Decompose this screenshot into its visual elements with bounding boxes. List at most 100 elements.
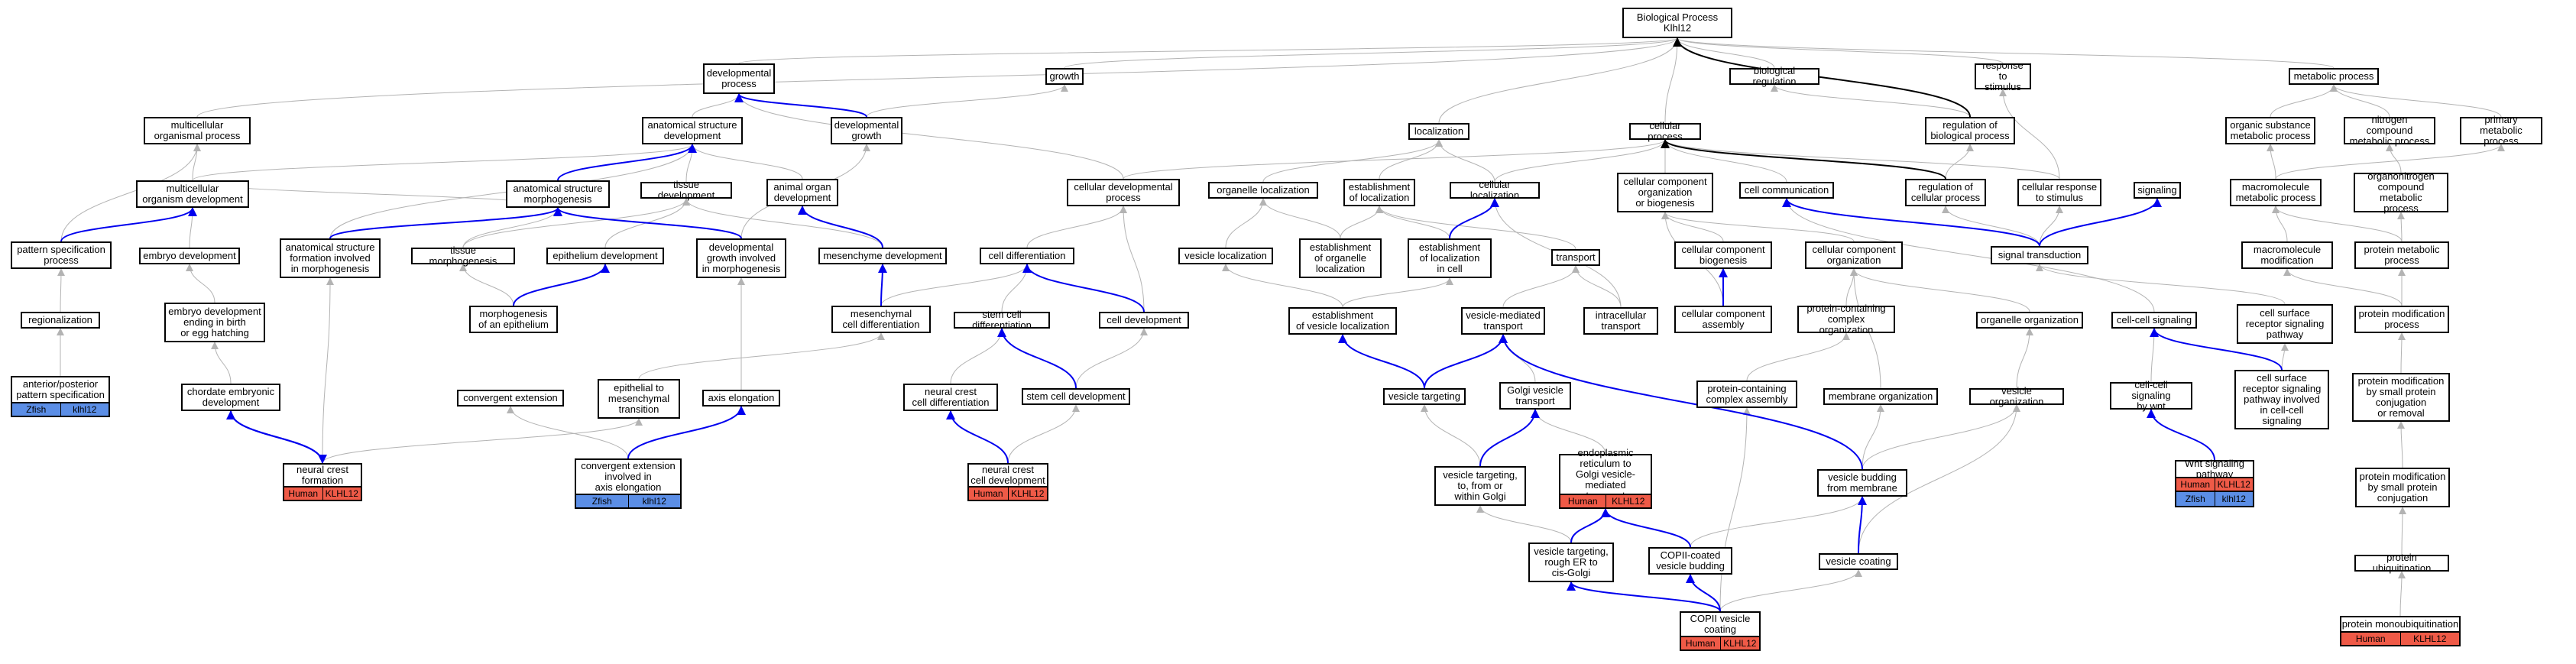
go-term-asd[interactable]: anatomical structure development xyxy=(642,117,743,144)
go-term-macro-mod[interactable]: macromolecule modification xyxy=(2241,241,2333,269)
part-of-edge xyxy=(1449,198,1499,239)
go-term-ncf[interactable]: neural crest formation xyxy=(283,463,362,486)
go-term-ncc-diff[interactable]: neural crest cell differentiation xyxy=(903,384,998,411)
go-term-ncc-dev[interactable]: neural crest cell development xyxy=(967,463,1048,486)
go-term-chordate[interactable]: chordate embryonic development xyxy=(181,384,280,411)
go-term-organonitro[interactable]: organonitrogen compound metabolic proces… xyxy=(2354,171,2448,214)
go-term-reg-cell[interactable]: regulation of cellular process xyxy=(1905,179,1986,206)
go-term-cell-diff[interactable]: cell differentiation xyxy=(980,248,1074,264)
go-term-org-sub[interactable]: organic substance metabolic process xyxy=(2225,117,2315,144)
part-of-edge xyxy=(734,93,867,118)
go-term-ves-loc[interactable]: vesicle localization xyxy=(1178,248,1273,264)
go-term-cell-comm[interactable]: cell communication xyxy=(1739,182,1834,199)
go-term-multi-org[interactable]: multicellular organismal process xyxy=(144,117,251,144)
go-term-prot-met[interactable]: protein metabolic process xyxy=(2354,241,2449,269)
go-term-organelle-loc[interactable]: organelle localization xyxy=(1208,182,1318,199)
go-term-macro[interactable]: macromolecule metabolic process xyxy=(2230,179,2322,206)
go-term-tissue-morph[interactable]: tissue morphogenesis xyxy=(411,245,515,267)
go-term-est-org-loc[interactable]: establishment of organelle localization xyxy=(1299,238,1382,278)
go-term-cell-resp[interactable]: cellular response to stimulus xyxy=(2017,179,2101,206)
go-term-bio-reg[interactable]: biological regulation xyxy=(1729,66,1819,87)
go-term-ves-bud-mem[interactable]: vesicle budding from membrane xyxy=(1817,469,1907,497)
go-term-mes-diff[interactable]: mesenchymal cell differentiation xyxy=(831,306,931,333)
go-term-cell-proc[interactable]: cellular process xyxy=(1629,121,1701,142)
go-term-ves-org[interactable]: vesicle organization xyxy=(1969,386,2064,407)
go-term-cell-dev-proc[interactable]: cellular developmental process xyxy=(1067,179,1180,206)
go-term-stem-diff[interactable]: stem cell differentiation xyxy=(954,309,1050,331)
go-term-golgi-ves[interactable]: Golgi vesicle transport xyxy=(1499,382,1571,410)
go-term-wnt[interactable]: Wnt signaling pathway xyxy=(2175,458,2254,480)
go-term-cell-loc[interactable]: cellular localization xyxy=(1450,180,1540,201)
is-a-edge xyxy=(682,198,883,248)
go-term-prot-cplx-assem[interactable]: protein-containing complex assembly xyxy=(1696,381,1797,408)
go-term-reg-bio[interactable]: regulation of biological process xyxy=(1925,117,2015,144)
go-term-prim-met[interactable]: primary metabolic process xyxy=(2460,115,2542,147)
go-term-csrsp[interactable]: cell surface receptor signaling pathway xyxy=(2237,304,2333,344)
go-term-nitro[interactable]: nitrogen compound metabolic process xyxy=(2344,115,2435,147)
go-term-er-golgi[interactable]: endoplasmic reticulum to Golgi vesicle-m… xyxy=(1559,448,1652,501)
go-term-pattern[interactable]: pattern specification process xyxy=(11,241,112,269)
go-term-axis-el[interactable]: axis elongation xyxy=(702,390,780,406)
go-term-resp-stim[interactable]: response to stimulus xyxy=(1975,60,2031,92)
go-term-cell-dev[interactable]: cell development xyxy=(1099,312,1189,329)
go-term-multi-dev[interactable]: multicellular organism development xyxy=(136,180,249,208)
is-a-edge xyxy=(1945,144,1974,180)
go-term-embryo-dev[interactable]: embryo development xyxy=(139,248,240,264)
go-term-est-loc-cell[interactable]: establishment of localization in cell xyxy=(1408,238,1492,278)
go-term-ves-rough[interactable]: vesicle targeting, rough ER to cis-Golgi xyxy=(1528,543,1614,582)
go-term-csrsp-cc[interactable]: cell surface receptor signaling pathway … xyxy=(2234,370,2329,429)
go-term-sig-trans[interactable]: signal transduction xyxy=(1991,246,2088,264)
go-term-stem-dev[interactable]: stem cell development xyxy=(1022,388,1130,405)
go-term-org-org[interactable]: organelle organization xyxy=(1976,312,2083,329)
go-term-conv-ext-axis[interactable]: convergent extension involved in axis el… xyxy=(575,458,682,494)
go-term-asfim[interactable]: anatomical structure formation involved … xyxy=(280,238,381,278)
go-term-ves-target[interactable]: vesicle targeting xyxy=(1383,388,1466,405)
go-term-transport[interactable]: transport xyxy=(1551,249,1600,266)
species-tag: Human xyxy=(1560,495,1606,507)
go-term-ccsig-wnt[interactable]: cell-cell signaling by wnt xyxy=(2110,380,2192,412)
go-term-cc-bio[interactable]: cellular component biogenesis xyxy=(1674,241,1772,269)
go-term-morph-epi[interactable]: morphogenesis of an epithelium xyxy=(469,306,558,333)
go-term-regional[interactable]: regionalization xyxy=(21,312,100,329)
go-term-cc-org-bio[interactable]: cellular component organization or bioge… xyxy=(1617,173,1713,212)
go-term-cc-assem[interactable]: cellular component assembly xyxy=(1674,306,1772,333)
go-term-ant-post[interactable]: anterior/posterior pattern specification xyxy=(11,376,110,402)
is-a-edge xyxy=(1690,496,1866,548)
go-term-conv-ext[interactable]: convergent extension xyxy=(457,390,564,406)
go-term-cc-sig[interactable]: cell-cell signaling xyxy=(2111,312,2197,329)
go-term-prot-mod[interactable]: protein modification process xyxy=(2354,306,2449,333)
go-term-est-ves-loc[interactable]: establishment of vesicle localization xyxy=(1288,307,1397,335)
go-term-prot-cplx-org[interactable]: protein-containing complex organization xyxy=(1797,303,1895,335)
go-term-mem-org[interactable]: membrane organization xyxy=(1823,388,1938,405)
go-term-copii-coat[interactable]: COPII vesicle coating xyxy=(1680,611,1761,636)
go-term-tissue-dev[interactable]: tissue development xyxy=(640,180,732,201)
is-a-edge xyxy=(2398,507,2406,555)
go-term-cc-org[interactable]: cellular component organization xyxy=(1805,241,1903,269)
go-term-asm[interactable]: anatomical structure morphogenesis xyxy=(506,180,610,208)
go-term-mes-dev[interactable]: mesenchyme development xyxy=(818,248,947,264)
go-term-copii-bud[interactable]: COPII-coated vesicle budding xyxy=(1648,547,1732,575)
go-term-prot-mono[interactable]: protein monoubiquitination xyxy=(2340,616,2461,631)
go-term-localization[interactable]: localization xyxy=(1408,123,1469,140)
go-term-prot-ubiq[interactable]: protein ubiquitination xyxy=(2354,552,2449,574)
go-term-e2m[interactable]: epithelial to mesenchymal transition xyxy=(598,379,680,419)
is-a-edge xyxy=(1421,404,1481,467)
go-term-growth[interactable]: growth xyxy=(1045,68,1084,85)
go-term-dev-proc[interactable]: developmental process xyxy=(703,63,775,94)
go-term-animal-organ[interactable]: animal organ development xyxy=(766,179,838,206)
go-term-ves-golgi[interactable]: vesicle targeting, to, from or within Go… xyxy=(1434,466,1526,506)
go-term-dev-growth[interactable]: developmental growth xyxy=(831,117,902,144)
go-term-prot-mod-small[interactable]: protein modification by small protein co… xyxy=(2352,373,2450,422)
go-term-ves-med[interactable]: vesicle-mediated transport xyxy=(1461,307,1545,335)
is-a-edge xyxy=(1476,505,1572,543)
go-term-signaling[interactable]: signaling xyxy=(2134,182,2181,199)
go-term-bp[interactable]: Biological Process Klhl12 xyxy=(1622,8,1732,38)
go-term-met-proc[interactable]: metabolic process xyxy=(2289,68,2379,85)
go-term-dev-growth-morph[interactable]: developmental growth involved in morphog… xyxy=(696,238,786,278)
go-term-ves-coat[interactable]: vesicle coating xyxy=(1819,553,1898,570)
go-term-prot-mod-conj[interactable]: protein modification by small protein co… xyxy=(2355,468,2450,507)
go-term-intra[interactable]: intracellular transport xyxy=(1583,307,1658,335)
go-term-est-loc[interactable]: establishment of localization xyxy=(1343,179,1415,206)
go-term-epi-dev[interactable]: epithelium development xyxy=(546,248,664,264)
go-term-embryo-birth[interactable]: embryo development ending in birth or eg… xyxy=(164,303,265,342)
